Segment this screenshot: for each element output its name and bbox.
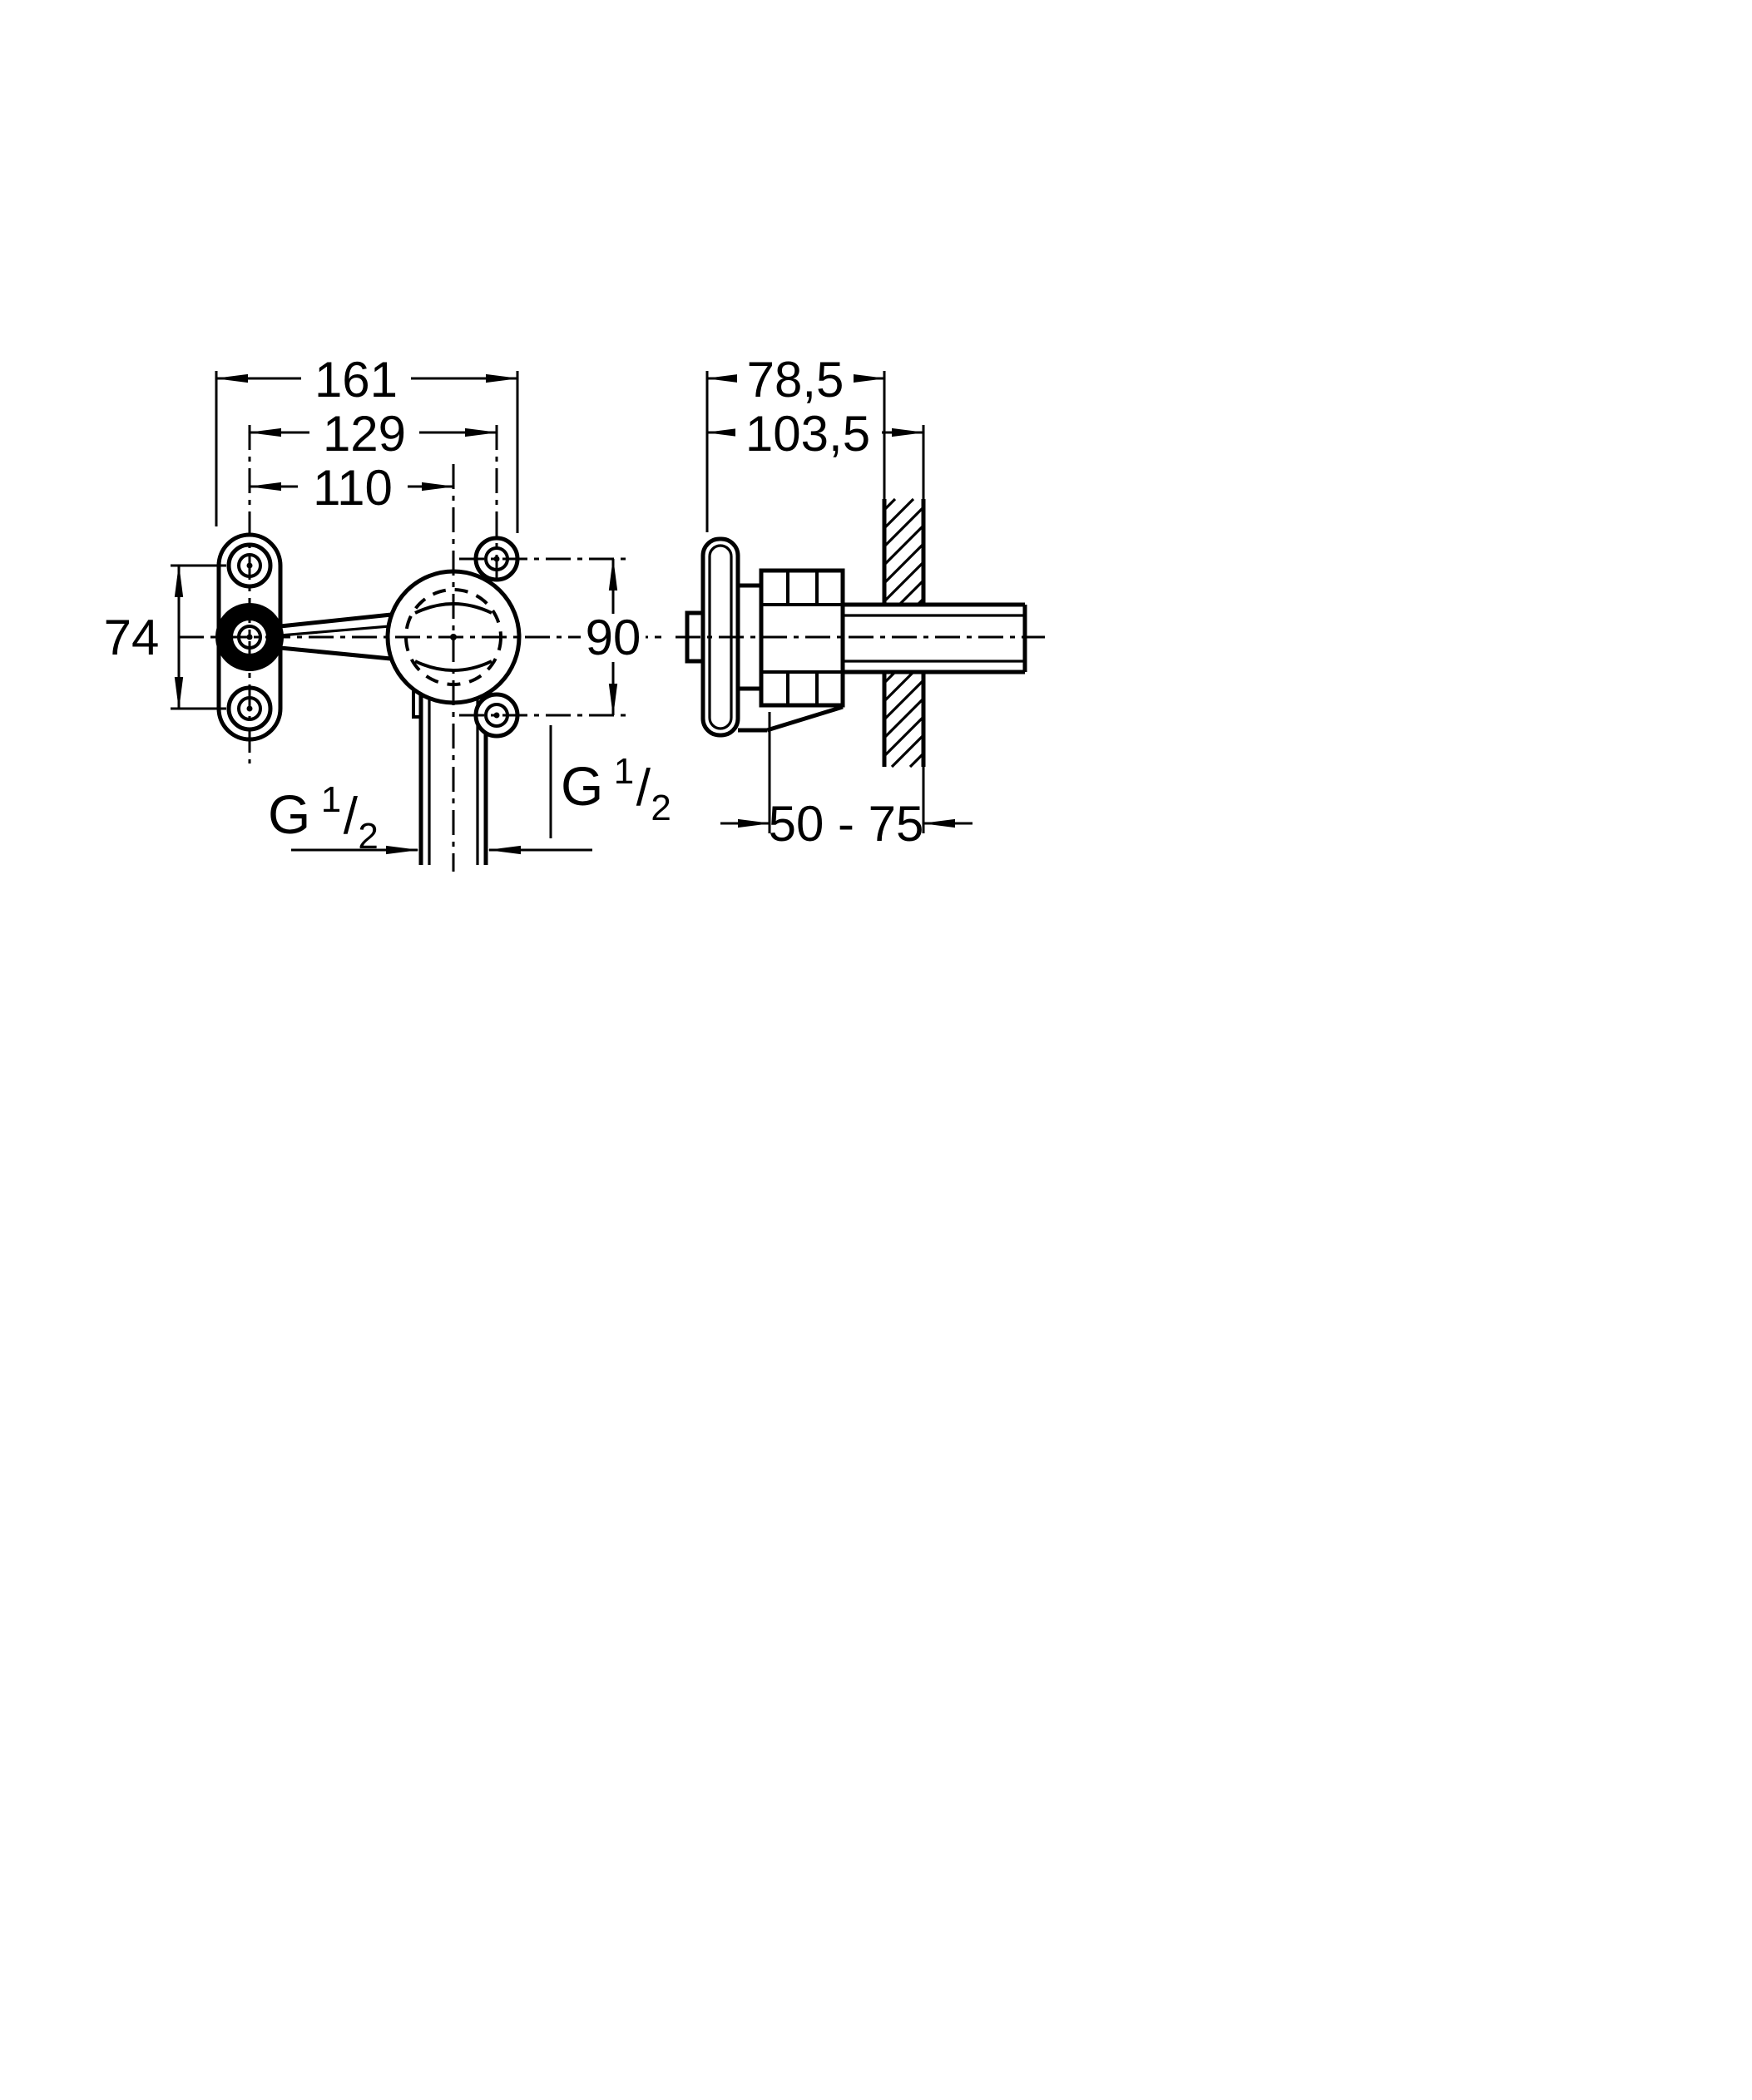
dim-label-161: 161 — [314, 352, 398, 408]
thread-label-bottom: G 1 / 2 — [268, 779, 379, 857]
thread-callout-bottom: G 1 / 2 — [268, 779, 420, 857]
outlet-pipe — [840, 592, 1027, 684]
dim-label-74: 74 — [104, 610, 160, 665]
dimension-overall-width: 161 — [214, 352, 520, 408]
dimension-screw-span: 129 — [247, 406, 499, 462]
dimension-bracket-holes: 74 — [104, 563, 184, 711]
dimension-wall-range: 50 - 75 — [720, 796, 973, 852]
dim-label-103-5: 103,5 — [745, 406, 870, 462]
thread-label-side: G 1 / 2 — [561, 751, 671, 828]
side-dimensions: 78,5 103,5 50 - 75 — [705, 352, 973, 852]
wall-hatching — [883, 497, 925, 768]
dimension-depth-min: 78,5 — [705, 352, 887, 408]
seal-ring — [215, 603, 284, 671]
dim-label-129: 129 — [323, 406, 406, 462]
dim-label-50-75: 50 - 75 — [769, 796, 924, 852]
body-castellations — [761, 571, 843, 705]
side-view — [685, 497, 1027, 768]
front-dimensions: 161 129 110 74 90 G 1 — [104, 352, 671, 857]
dimension-center-span: 110 — [247, 460, 456, 516]
dim-label-110: 110 — [313, 460, 393, 516]
dimension-body-screws: 90 — [581, 556, 646, 718]
support-strut — [738, 704, 844, 733]
thread-callout-side: G 1 / 2 — [487, 751, 671, 855]
support-arm — [280, 611, 400, 662]
wall-section — [882, 497, 926, 768]
dimension-depth-max: 103,5 — [705, 406, 926, 462]
dim-label-78-5: 78,5 — [747, 352, 844, 408]
dim-label-90: 90 — [586, 610, 641, 665]
